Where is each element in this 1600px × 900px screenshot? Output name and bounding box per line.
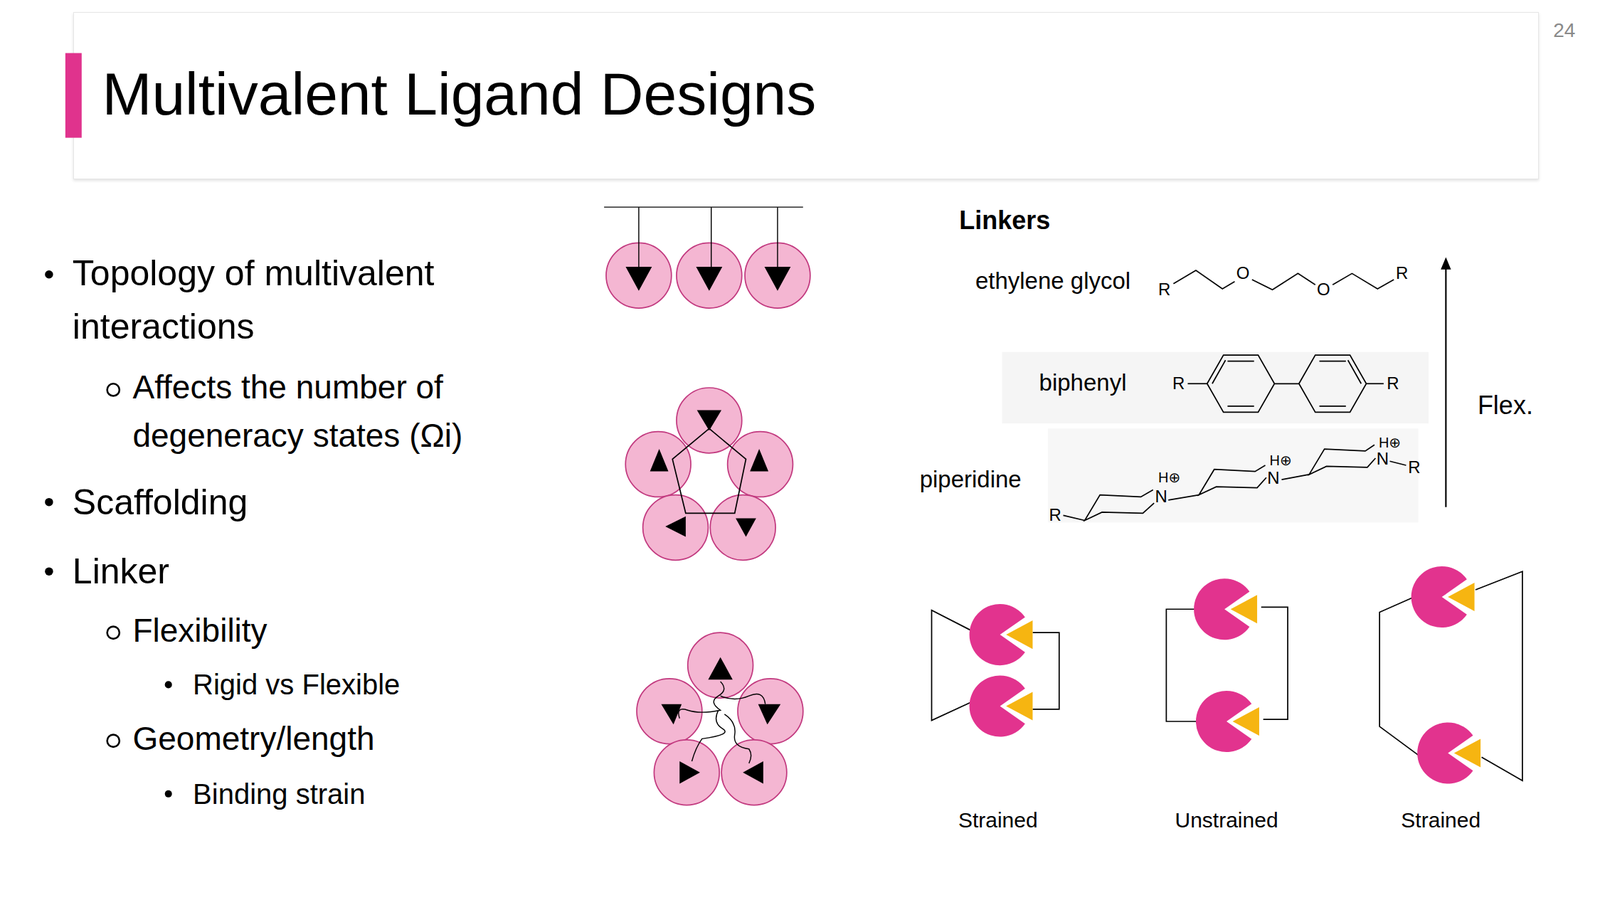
atom-label: N — [1376, 448, 1389, 470]
atom-label: N — [1267, 468, 1280, 489]
flexibility-arrow — [1440, 256, 1451, 507]
linker-name: ethylene glycol — [975, 266, 1131, 296]
atom-label: R — [1048, 505, 1061, 526]
atom-label: H⊕ — [1378, 433, 1401, 452]
sub-sub-bullet-text: Rigid vs Flexible — [192, 667, 400, 702]
sub-bullet-text: Affects the number of degeneracy states … — [132, 363, 560, 459]
atom-label: H⊕ — [1269, 451, 1292, 469]
atom-label: R — [1407, 457, 1421, 479]
ligand-triangle — [1454, 738, 1481, 767]
ligand-triangle — [1230, 594, 1258, 624]
atom-label: R — [1386, 373, 1399, 395]
slide-title: Multivalent Ligand Designs — [101, 58, 817, 131]
atom-label: R — [1395, 263, 1408, 284]
axis-label: Flex. — [1477, 389, 1534, 421]
sub-bullet-text: Geometry/length — [132, 719, 375, 759]
cyclic-topology — [625, 387, 793, 560]
atom-label: O — [1236, 263, 1250, 284]
ethylene-glycol-structure — [1173, 270, 1394, 290]
ligand-triangle — [1005, 620, 1033, 649]
bullet-text: Linker — [72, 549, 170, 593]
biphenyl-ground — [1001, 352, 1429, 424]
atom-label: H⊕ — [1158, 468, 1181, 486]
bullet-markers — [44, 270, 173, 798]
page-number: 24 — [1553, 18, 1576, 43]
ligand-triangle — [1447, 582, 1475, 612]
atom-label: R — [1158, 279, 1171, 301]
ligand-triangle — [1232, 707, 1260, 736]
sub-sub-bullet-text: Binding strain — [192, 776, 365, 812]
figure-caption: Strained — [1400, 807, 1481, 834]
biphenyl-structure — [1188, 355, 1384, 412]
ligand-triangle — [1005, 691, 1033, 720]
figure-caption: Strained — [958, 807, 1038, 834]
atom-label: N — [1155, 486, 1168, 508]
linear-topology — [604, 207, 811, 309]
bullet-text: Topology of multivalent interactions — [72, 246, 543, 354]
figure-caption: Unstrained — [1174, 807, 1278, 834]
linker-name: biphenyl — [1039, 368, 1127, 397]
piperidine-ground — [1047, 428, 1419, 523]
sub-bullet-text: Flexibility — [132, 611, 267, 651]
linker-name: piperidine — [919, 465, 1022, 494]
flexible-scaffold-topology — [636, 632, 804, 805]
title-accent-bar — [65, 53, 82, 139]
atom-label: R — [1172, 373, 1185, 395]
bullet-text: Scaffolding — [72, 480, 248, 524]
piperidine-structure — [1063, 444, 1407, 521]
section-heading: Linkers — [959, 204, 1051, 236]
atom-label: O — [1316, 279, 1331, 301]
